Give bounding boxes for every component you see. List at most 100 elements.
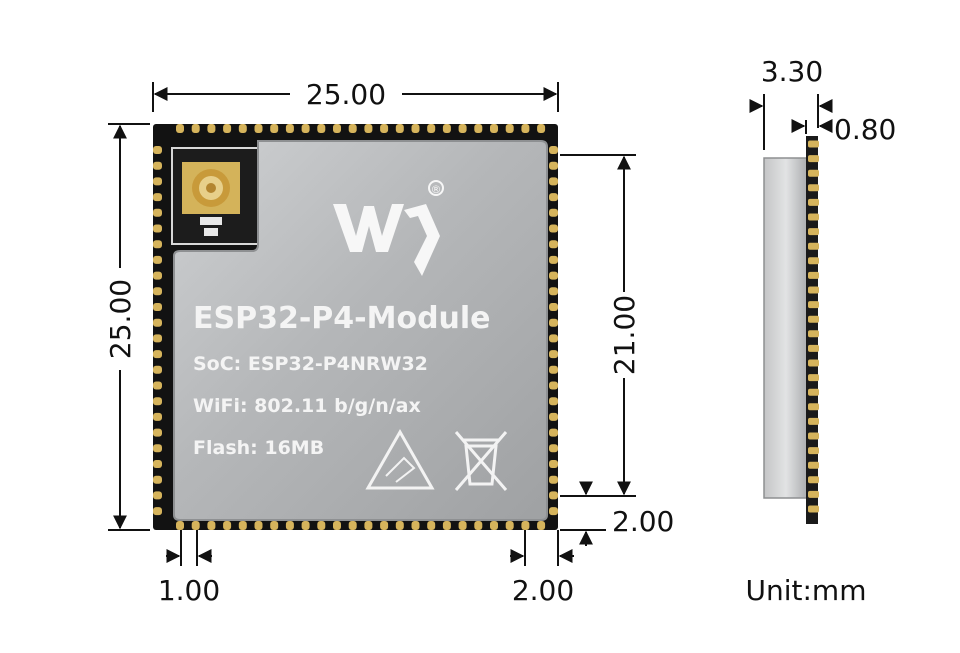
castellated-pad (521, 124, 530, 133)
castellated-pad (333, 521, 341, 530)
castellated-pad (395, 124, 404, 133)
castellated-pad (442, 124, 451, 133)
castellated-pad (285, 521, 294, 530)
castellated-pad (153, 208, 162, 217)
castellated-pad (549, 475, 558, 484)
castellated-pad (474, 124, 483, 133)
castellated-pad (549, 303, 558, 311)
castellated-pad (223, 124, 232, 133)
castellated-pad (549, 491, 558, 500)
castellated-pad (549, 287, 558, 296)
castellated-pad (364, 124, 373, 133)
castellated-pad (808, 417, 819, 425)
castellated-pad (808, 257, 819, 265)
castellated-pad (395, 521, 404, 530)
castellated-pad (153, 224, 162, 233)
unit-label: Unit:mm (746, 574, 867, 607)
castellated-pad (348, 521, 357, 530)
castellated-pad (153, 193, 162, 202)
castellated-pad (207, 124, 216, 133)
castellated-pad (549, 271, 558, 280)
antenna-connector-area (171, 147, 263, 245)
castellated-pad (808, 228, 819, 236)
module-side-view (763, 136, 819, 524)
castellated-pad (549, 334, 558, 343)
castellated-pad (808, 344, 819, 352)
castellated-pad (364, 521, 373, 530)
castellated-pad (223, 521, 232, 530)
castellated-pad (808, 476, 819, 484)
castellated-pad (153, 507, 162, 516)
castellated-pad (153, 444, 162, 453)
castellated-pad (549, 460, 558, 468)
castellated-pad (254, 124, 263, 133)
castellated-pad (153, 397, 162, 406)
castellated-pad (808, 374, 819, 382)
castellated-pads-left (153, 146, 162, 516)
castellated-pad (537, 124, 546, 133)
dim-width: 25.00 (306, 78, 386, 111)
castellated-pad (191, 124, 200, 133)
castellated-pad (549, 350, 558, 359)
castellated-pad (427, 521, 436, 530)
module-title: ESP32-P4-Module (193, 301, 491, 336)
castellated-pads-right (549, 146, 558, 516)
castellated-pad (254, 521, 263, 530)
castellated-pad (153, 255, 162, 264)
castellated-pad (285, 124, 294, 133)
castellated-pad (808, 286, 819, 294)
castellated-pad (238, 521, 247, 530)
castellated-pad (549, 255, 558, 264)
castellated-pad (301, 521, 310, 530)
castellated-pad (505, 521, 514, 530)
castellated-pad (153, 475, 162, 484)
castellated-pad (549, 365, 558, 374)
castellated-pad (808, 490, 819, 498)
dimension-lines (108, 82, 636, 566)
castellated-pad (490, 521, 498, 530)
castellated-pad (549, 161, 558, 170)
castellated-pad (427, 124, 436, 133)
registered-mark: ® (431, 183, 442, 196)
castellated-pad (549, 177, 558, 186)
castellated-pad (808, 213, 819, 221)
castellated-pad (153, 177, 162, 186)
castellated-pad (808, 184, 819, 192)
castellated-pad (808, 169, 819, 177)
dim-pad-pitch: 1.00 (158, 574, 220, 607)
castellated-pad (808, 330, 819, 338)
castellated-pad (549, 412, 558, 421)
castellated-pad (549, 397, 558, 406)
castellated-pad (176, 124, 184, 133)
dim-shield-height: 21.00 (608, 295, 641, 375)
castellated-pad (191, 521, 200, 530)
castellated-pad (270, 521, 279, 530)
castellated-pad (153, 287, 162, 296)
castellated-pad (153, 412, 162, 421)
castellated-pad (153, 491, 162, 500)
side-castellated-pads (808, 140, 819, 513)
side-dimension-lines (749, 94, 833, 150)
castellated-pad (153, 146, 162, 154)
castellated-pads-bottom (176, 521, 546, 530)
castellated-pad (411, 521, 420, 530)
castellated-pad (317, 521, 326, 530)
castellated-pad (270, 124, 279, 133)
dim-pcb-thickness: 0.80 (834, 113, 896, 146)
dim-side-thickness: 3.30 (761, 55, 823, 88)
castellated-pad (153, 428, 162, 437)
castellated-pad (333, 124, 341, 133)
castellated-pad (153, 381, 162, 390)
castellated-pad (380, 521, 389, 530)
dim-height: 25.00 (104, 279, 137, 359)
castellated-pad (549, 318, 558, 327)
castellated-pad (317, 124, 326, 133)
castellated-pad (808, 403, 819, 411)
castellated-pad (153, 240, 162, 249)
castellated-pad (808, 359, 819, 367)
castellated-pad (808, 432, 819, 440)
castellated-pad (808, 447, 819, 455)
castellated-pad (505, 124, 514, 133)
side-shield (763, 157, 809, 499)
castellated-pad (442, 521, 451, 530)
